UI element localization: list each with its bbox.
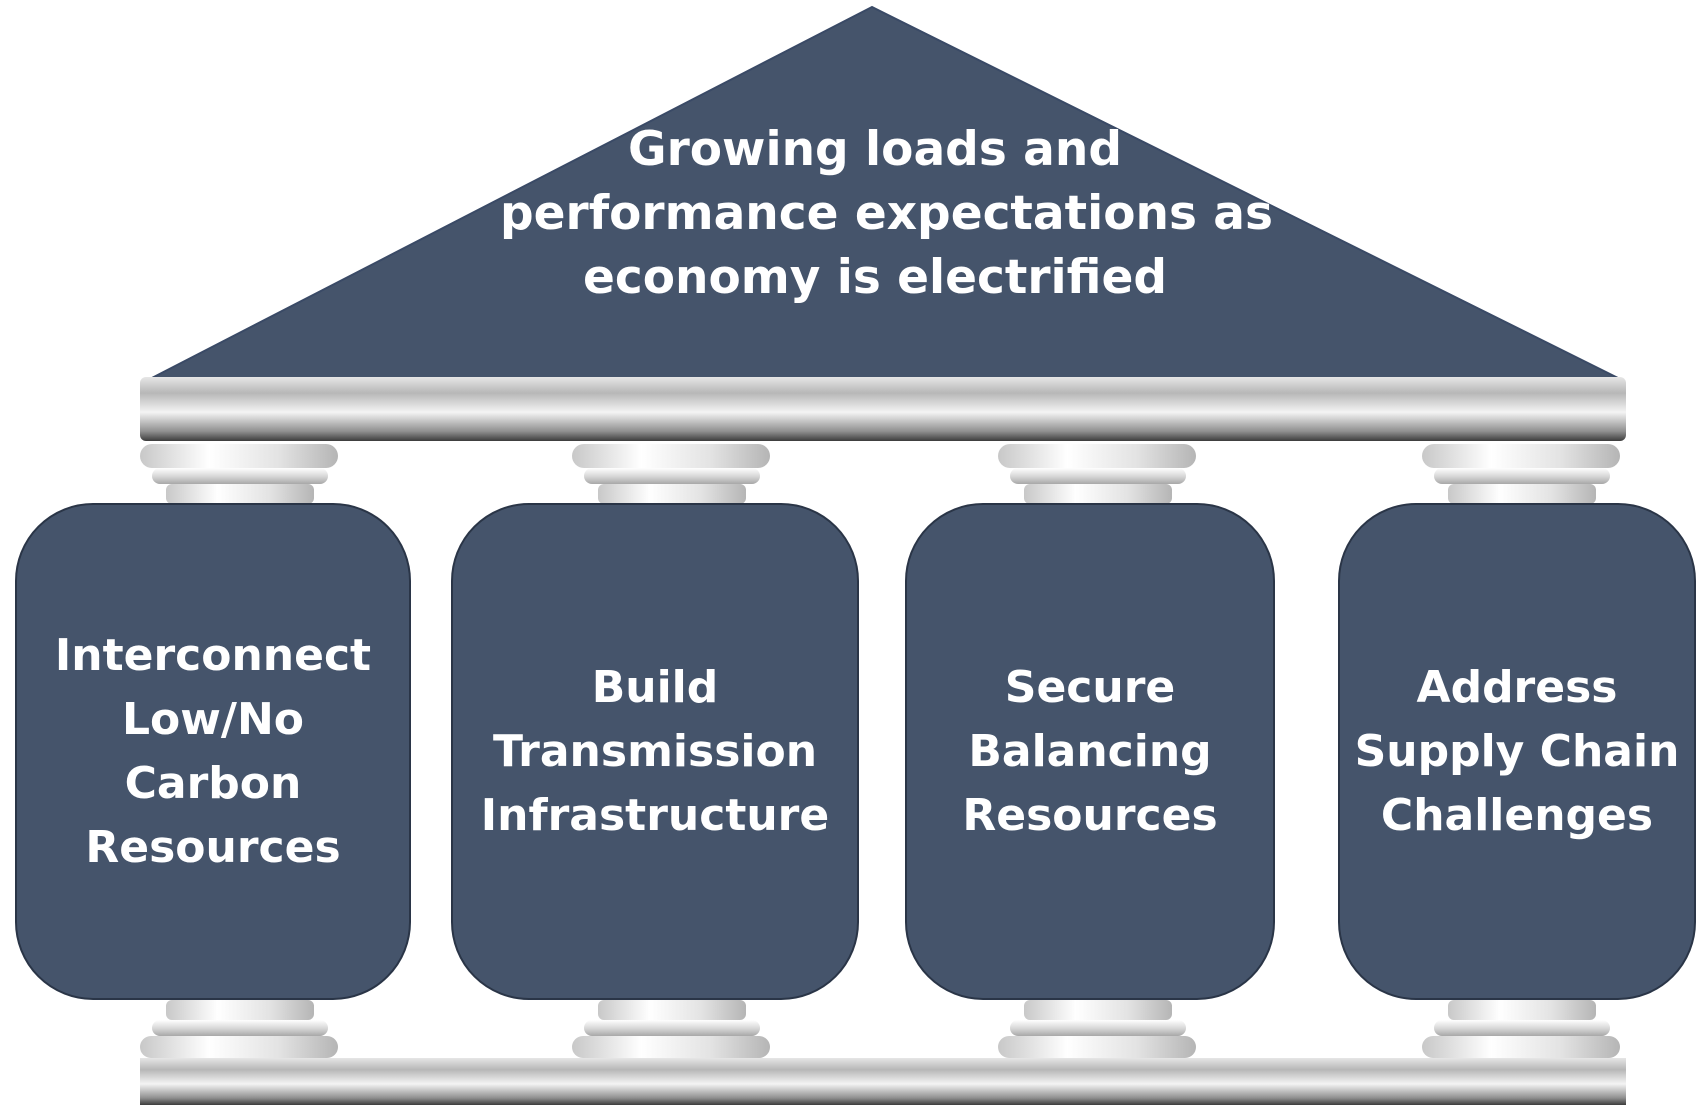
pillar-label-line: Resources bbox=[962, 789, 1218, 841]
roof-label-line: performance expectations as bbox=[500, 186, 1273, 241]
pillar-label: Secure Balancing Resources bbox=[962, 656, 1217, 848]
bottom-base bbox=[1422, 1000, 1620, 1058]
pillar-label: Address Supply Chain Challenges bbox=[1355, 656, 1680, 848]
bottom-beam bbox=[140, 1058, 1626, 1105]
pillar-label: Interconnect Low/No Carbon Resources bbox=[55, 624, 371, 880]
roof-label-line: Growing loads and bbox=[628, 122, 1122, 177]
pillar-label-line: Interconnect bbox=[54, 629, 372, 681]
top-capital bbox=[572, 444, 770, 504]
top-capital bbox=[1422, 444, 1620, 504]
pillar-label-line: Supply Chain bbox=[1354, 725, 1680, 777]
pillar-label-line: Infrastructure bbox=[480, 789, 830, 841]
pillar-label-line: Carbon bbox=[124, 757, 302, 809]
top-capital bbox=[140, 444, 338, 504]
roof-label-line: economy is electrified bbox=[582, 250, 1168, 305]
pillar-label-line: Secure bbox=[1004, 661, 1176, 713]
pillar-label-line: Low/No bbox=[121, 693, 305, 745]
bottom-base bbox=[572, 1000, 770, 1058]
pillar-label-line: Resources bbox=[85, 821, 341, 873]
pillar-build-transmission: Build Transmission Infrastructure bbox=[451, 503, 859, 1000]
pillar-supply-chain: Address Supply Chain Challenges bbox=[1338, 503, 1696, 1000]
bottom-base bbox=[140, 1000, 338, 1058]
top-beam bbox=[140, 377, 1626, 441]
pillar-label-line: Build bbox=[591, 661, 719, 713]
pillar-label-line: Balancing bbox=[968, 725, 1212, 777]
pillar-label: Build Transmission Infrastructure bbox=[481, 656, 829, 848]
roof-label: Growing loads and performance expectatio… bbox=[500, 118, 1273, 310]
pillar-label-line: Transmission bbox=[492, 725, 818, 777]
pillar-label-line: Address bbox=[1416, 661, 1618, 713]
pillar-secure-balancing: Secure Balancing Resources bbox=[905, 503, 1275, 1000]
pillar-interconnect-resources: Interconnect Low/No Carbon Resources bbox=[15, 503, 411, 1000]
bottom-base bbox=[998, 1000, 1196, 1058]
pillar-label-line: Challenges bbox=[1380, 789, 1654, 841]
top-capital bbox=[998, 444, 1196, 504]
